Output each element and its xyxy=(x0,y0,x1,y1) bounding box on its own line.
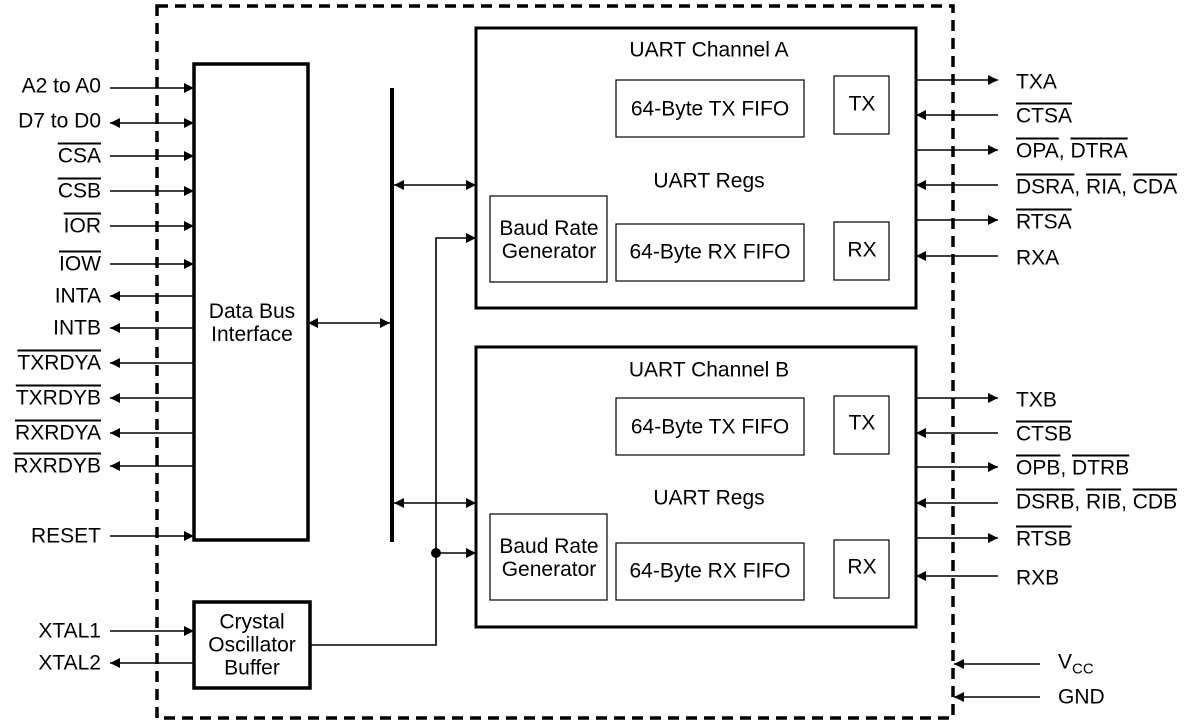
channel-a-title: UART Channel A xyxy=(629,38,789,62)
pin-txb: TXB xyxy=(1016,388,1057,412)
pin-iow: IOW xyxy=(59,252,101,276)
pin-d7-d0: D7 to D0 xyxy=(18,109,101,133)
pin-ior: IOR xyxy=(63,214,101,238)
pin-dtrb: DTRB xyxy=(1072,456,1130,480)
pin-dsra-ria-cda: DSRA, RIA, CDA xyxy=(1016,177,1177,198)
data-bus-interface-label: Data Bus Interface xyxy=(208,299,296,346)
pin-vcc: VCC xyxy=(1058,651,1094,676)
channel-a-baud: Baud Rate Generator xyxy=(499,216,599,263)
channel-b-tx-fifo: 64-Byte TX FIFO xyxy=(630,415,790,439)
channel-b-rx-box xyxy=(833,539,890,599)
pin-rtsa: RTSA xyxy=(1016,210,1072,234)
pin-sep: , xyxy=(1074,175,1081,199)
pin-xtal1: XTAL1 xyxy=(38,619,101,643)
crystal-oscillator-label: Crystal Oscillator Buffer xyxy=(208,610,296,680)
channel-a-tx-fifo: 64-Byte TX FIFO xyxy=(630,97,790,121)
pin-txrdyb: TXRDYB xyxy=(15,386,101,410)
pin-sep: , xyxy=(1058,139,1065,163)
channel-b-rx: RX xyxy=(847,555,877,579)
pin-sep: , xyxy=(1121,175,1127,199)
pin-sep: , xyxy=(1074,490,1081,514)
channel-a-box xyxy=(474,26,918,310)
channel-a-rx: RX xyxy=(847,238,877,262)
channel-b-rx-fifo-box xyxy=(615,542,805,601)
pin-ctsa: CTSA xyxy=(1016,104,1073,128)
pin-rxb: RXB xyxy=(1016,566,1060,590)
pin-vcc-main: V xyxy=(1058,650,1073,674)
pin-dsra: DSRA xyxy=(1016,175,1075,199)
pin-cdb: CDB xyxy=(1132,490,1178,514)
pin-sep: , xyxy=(1121,490,1127,514)
pin-rxrdya: RXRDYA xyxy=(15,421,101,445)
pin-rxrdyb: RXRDYB xyxy=(13,454,101,478)
channel-a-baud-box xyxy=(489,195,608,283)
pin-dsrb: DSRB xyxy=(1016,490,1075,514)
pin-txa: TXA xyxy=(1016,70,1057,94)
clock-junction xyxy=(431,548,441,558)
pin-ctsb: CTSB xyxy=(1016,422,1073,446)
channel-b-baud: Baud Rate Generator xyxy=(499,534,599,581)
channel-b-regs: UART Regs xyxy=(653,486,765,510)
pin-ria: RIA xyxy=(1086,175,1122,199)
pin-rtsb: RTSB xyxy=(1016,527,1072,551)
channel-a-rx-box xyxy=(833,221,890,281)
pin-intb: INTB xyxy=(53,316,101,340)
pin-xtal2: XTAL2 xyxy=(38,651,101,675)
pin-reset: RESET xyxy=(30,524,101,548)
pin-opb: OPB xyxy=(1016,456,1061,480)
channel-a-regs: UART Regs xyxy=(653,169,765,193)
channel-b-baud-box xyxy=(489,513,608,601)
pin-sep: , xyxy=(1060,456,1067,480)
channel-b-rx-fifo: 64-Byte RX FIFO xyxy=(629,559,791,583)
pin-inta: INTA xyxy=(54,284,101,308)
pin-opa: OPA xyxy=(1016,139,1059,163)
channel-b-box xyxy=(474,345,918,629)
channel-b-title: UART Channel B xyxy=(628,358,790,382)
channel-b-tx-box xyxy=(833,395,890,455)
channel-a-rx-fifo: 64-Byte RX FIFO xyxy=(629,240,791,264)
pin-txrdya: TXRDYA xyxy=(17,351,101,375)
channel-a-rx-fifo-box xyxy=(615,223,805,282)
pin-dtra: DTRA xyxy=(1070,139,1128,163)
pin-cda: CDA xyxy=(1132,175,1178,199)
pin-csb: CSB xyxy=(57,179,101,203)
chip-outline xyxy=(155,4,955,720)
pin-vcc-sub: CC xyxy=(1072,660,1094,678)
data-bus-interface-box xyxy=(192,62,310,542)
wire-clock xyxy=(310,233,476,646)
pin-rxa: RXA xyxy=(1016,246,1060,270)
pin-dsrb-rib-cdb: DSRB, RIB, CDB xyxy=(1016,492,1177,513)
channel-a-tx-fifo-box xyxy=(615,79,805,138)
channel-a-tx: TX xyxy=(848,92,876,116)
pin-opa-dtra: OPA, DTRA xyxy=(1016,141,1128,162)
pin-gnd: GND xyxy=(1058,685,1105,709)
pin-csa: CSA xyxy=(57,144,101,168)
pin-rib: RIB xyxy=(1086,490,1122,514)
pin-opb-dtrb: OPB, DTRB xyxy=(1016,458,1129,479)
channel-b-tx-fifo-box xyxy=(615,397,805,456)
channel-a-tx-box xyxy=(833,75,890,135)
channel-b-tx: TX xyxy=(848,411,876,435)
pin-a2-a0: A2 to A0 xyxy=(21,74,101,98)
